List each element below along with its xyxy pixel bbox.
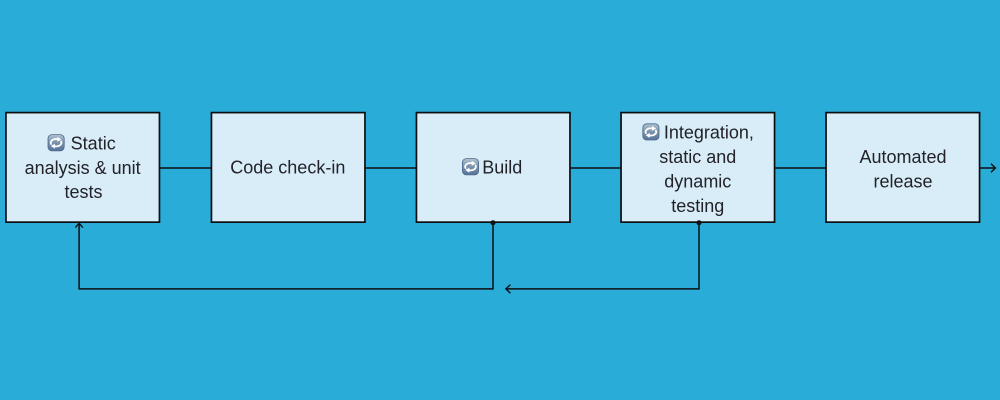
svg-text:tests: tests — [64, 182, 102, 202]
svg-text:analysis & unit: analysis & unit — [25, 158, 141, 178]
svg-text:Integration,: Integration, — [664, 123, 754, 143]
svg-text:Build: Build — [482, 158, 522, 178]
svg-text:Static: Static — [71, 134, 116, 154]
svg-text:static and: static and — [659, 147, 736, 167]
svg-text:dynamic: dynamic — [664, 172, 731, 192]
svg-text:Code check-in: Code check-in — [230, 158, 345, 178]
svg-text:Automated: Automated — [859, 147, 946, 167]
svg-text:release: release — [873, 172, 932, 192]
svg-text:testing: testing — [671, 196, 724, 216]
